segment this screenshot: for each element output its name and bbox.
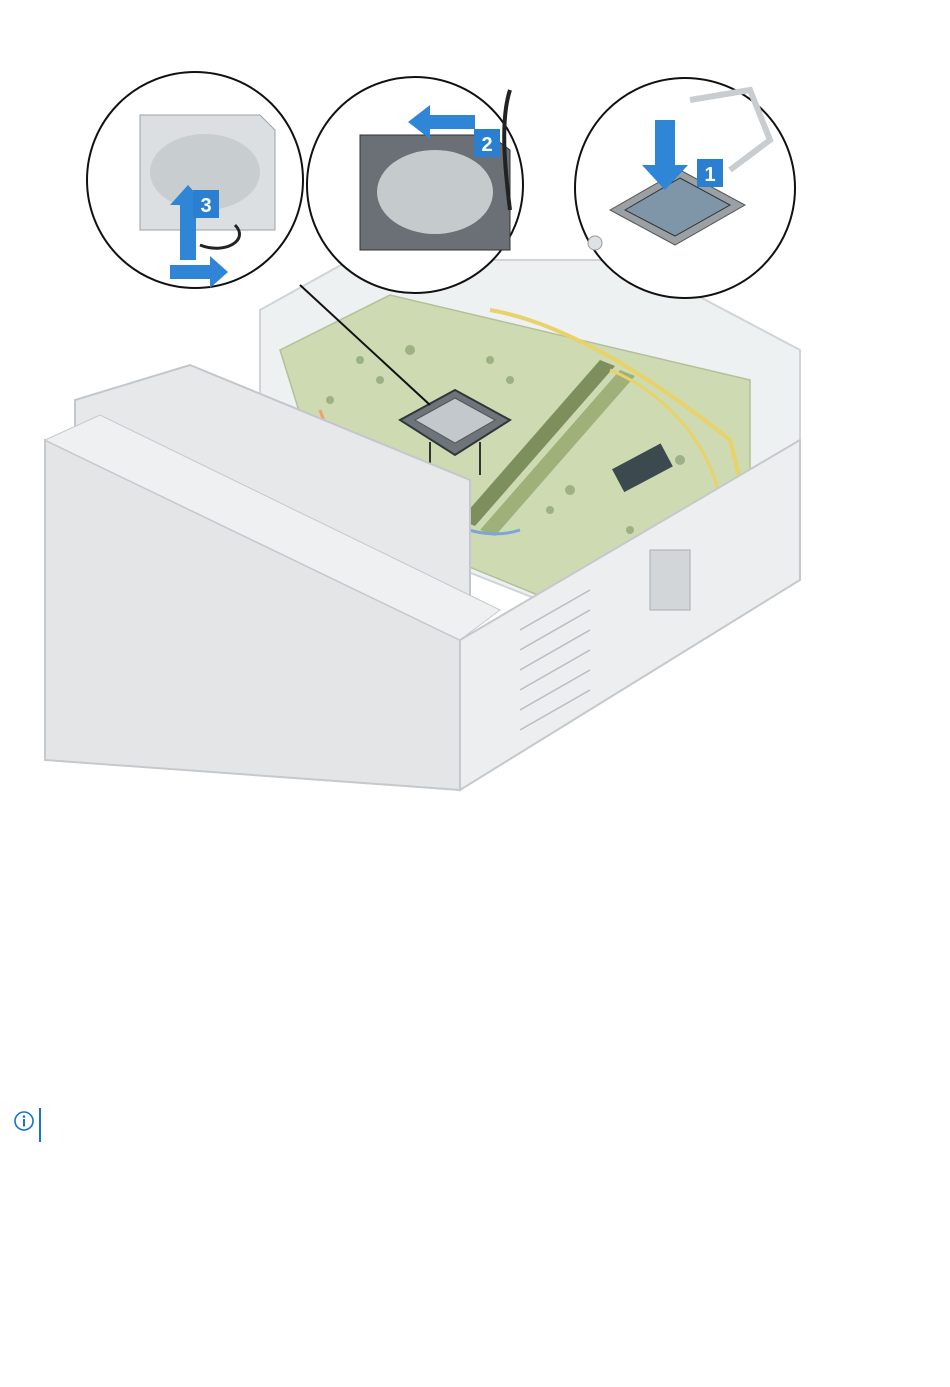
svg-text:3: 3: [200, 195, 211, 217]
front-ports: [650, 550, 690, 610]
cpu-installation-illustration: 3 2 1: [30, 60, 805, 795]
step-3-badge: 3: [193, 190, 219, 218]
svg-text:1: 1: [704, 164, 715, 186]
svg-text:2: 2: [481, 134, 492, 156]
note-accent-bar: [39, 1108, 41, 1142]
detail-circle-2: [307, 77, 523, 293]
note-block: [13, 1108, 53, 1142]
figure-svg: 3 2 1: [30, 60, 805, 795]
step-1-badge: 1: [697, 159, 723, 187]
step-2-badge: 2: [474, 129, 500, 157]
detail-circle-3: [87, 72, 303, 288]
detail-circle-1: [575, 78, 795, 298]
info-icon: [13, 1110, 35, 1132]
